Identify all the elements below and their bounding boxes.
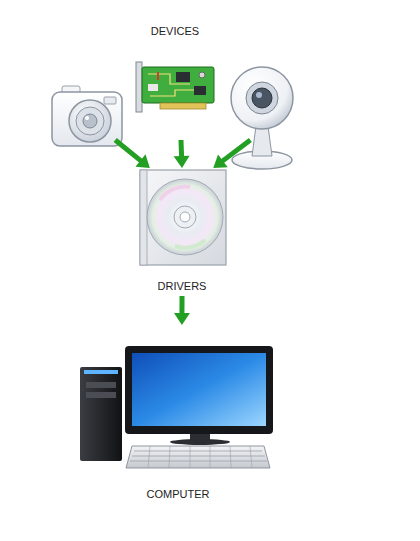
computer-icon [80, 346, 273, 468]
device-group: COMPUTER [80, 325, 276, 505]
arrow-shaft [115, 140, 141, 161]
cd-case-icon [140, 170, 226, 265]
webcam-icon [231, 67, 293, 169]
node-label: DRIVERS [136, 280, 228, 292]
arrow-shaft [222, 140, 250, 161]
arrow-head [135, 154, 149, 168]
node-label: DEVICES [45, 25, 305, 37]
flow-arrow [174, 296, 190, 325]
expansion-card-icon [136, 62, 214, 112]
device-group: DEVICES [45, 22, 305, 140]
node-label: COMPUTER [80, 488, 276, 500]
arrow-head [213, 154, 227, 168]
arrow-head [174, 313, 190, 325]
camera-icon [52, 86, 122, 146]
arrow-head [174, 156, 190, 168]
arrow-shaft [178, 140, 184, 157]
device-group: DRIVERS [136, 168, 228, 296]
arrow-shaft [179, 296, 184, 314]
flow-arrow [115, 140, 250, 168]
